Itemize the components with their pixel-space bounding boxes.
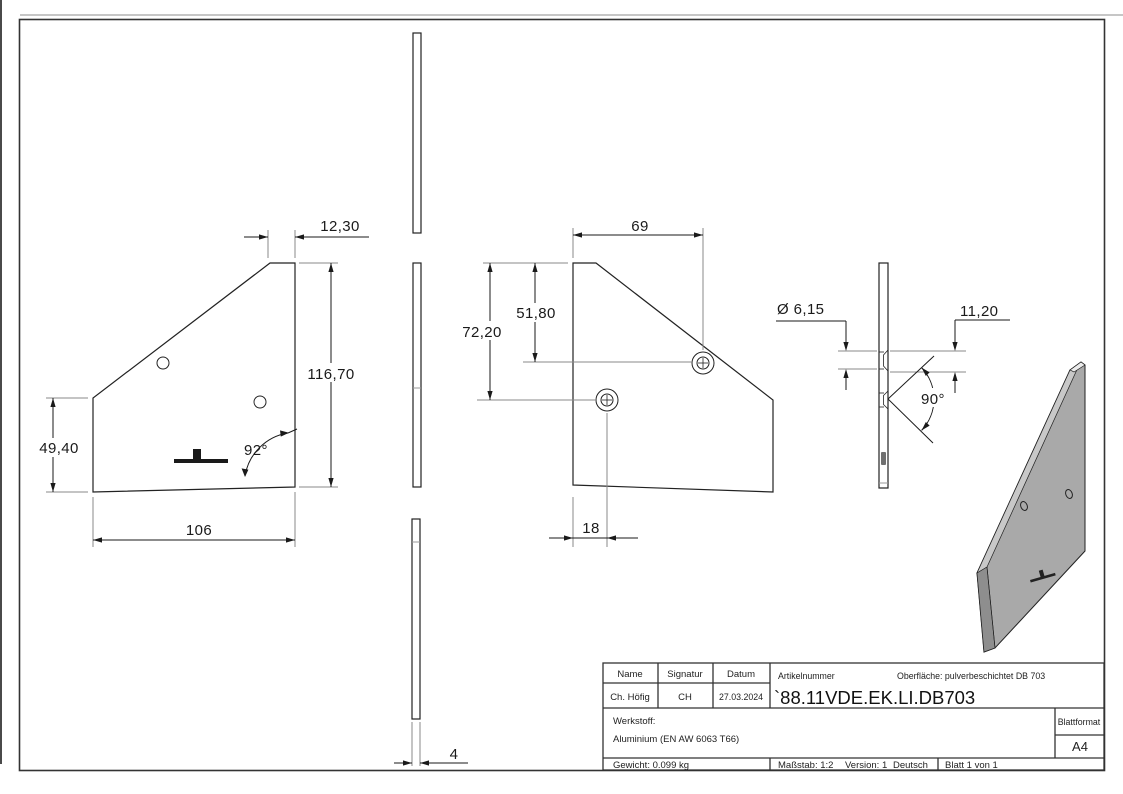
tb-oberflaeche: Oberfläche: pulverbeschichtet DB 703	[897, 671, 1045, 681]
edge-strip-bottom	[411, 518, 421, 720]
tb-massstab: Maßstab: 1:2	[778, 760, 833, 771]
title-block: Name Signatur Datum Ch. Höfig CH 27.03.2…	[602, 662, 1105, 771]
back-view	[572, 262, 774, 493]
side-view	[878, 262, 889, 489]
tb-header-signatur: Signatur	[667, 669, 702, 680]
tb-header-datum: Datum	[727, 669, 755, 680]
dim-left-height: 49,40	[39, 440, 79, 457]
dim-countersink-angle: 90°	[921, 391, 945, 408]
front-view	[92, 262, 296, 493]
iso-hole-2	[1065, 489, 1073, 499]
iso-hole-1	[1020, 501, 1028, 511]
dim-countersink-width: 11,20	[960, 303, 998, 320]
back-hole-1-countersink	[691, 351, 715, 375]
dim-top-width: 12,30	[320, 218, 360, 235]
dimension-texts: 12,30 116,70 49,40 106 92° 69 51,80 72,2…	[39, 218, 998, 763]
dim-hole2-from-top: 72,20	[462, 324, 502, 341]
back-view-outline	[572, 262, 774, 493]
iso-plate-silhouette	[976, 361, 1086, 653]
side-view-outline	[878, 262, 889, 489]
tb-sprache: Deutsch	[893, 760, 928, 771]
tb-werkstoff-label: Werkstoff:	[613, 716, 655, 727]
brand-mark-iso	[1030, 569, 1056, 583]
edge-view-strips	[411, 32, 422, 720]
tb-blatt: Blatt 1 von 1	[945, 760, 998, 771]
dim-corner-angle: 92°	[244, 442, 268, 459]
tb-version: Version: 1	[845, 760, 887, 771]
dim-height: 116,70	[307, 366, 354, 383]
extension-lines	[46, 228, 966, 766]
brand-mark-edge	[881, 452, 886, 465]
edge-strip-middle	[412, 262, 422, 488]
tb-werkstoff: Aluminium (EN AW 6063 T66)	[613, 734, 739, 745]
back-hole-2-bore	[600, 393, 614, 407]
tb-gewicht: Gewicht: 0.099 kg	[613, 760, 689, 771]
back-hole-1-bore	[696, 356, 710, 370]
tb-artikelnummer: `88.11VDE.EK.LI.DB703	[774, 687, 975, 708]
countersink-profile-lower	[883, 390, 889, 410]
dim-bore-diameter: Ø 6,15	[777, 301, 824, 318]
tb-value-signatur: CH	[678, 692, 692, 703]
isometric-view	[976, 361, 1086, 653]
tb-blattformat-label: Blattformat	[1058, 717, 1101, 727]
title-block-grid	[602, 662, 1105, 771]
tb-value-datum: 27.03.2024	[719, 692, 763, 702]
dim-hole-offset-left: 18	[582, 520, 600, 537]
dim-thickness: 4	[450, 746, 459, 763]
brand-mark	[174, 449, 228, 463]
tb-blattformat: A4	[1072, 739, 1088, 754]
iso-top-edge	[1069, 361, 1086, 373]
tb-value-name: Ch. Höfig	[610, 692, 650, 703]
front-hole-1	[156, 356, 170, 370]
dim-bottom-width: 106	[186, 522, 212, 539]
dim-hole-offset-top: 69	[631, 218, 649, 235]
dim-hole1-from-top: 51,80	[516, 305, 556, 322]
dimension-arrows	[50, 232, 958, 766]
drawing-frame	[18, 18, 1106, 772]
countersink-profile-upper	[883, 349, 889, 372]
tb-header-name: Name	[617, 669, 642, 680]
tb-artikelnummer-label: Artikelnummer	[778, 671, 835, 681]
edge-strip-top	[412, 32, 422, 234]
front-hole-2	[253, 395, 267, 409]
front-view-outline	[92, 262, 296, 493]
